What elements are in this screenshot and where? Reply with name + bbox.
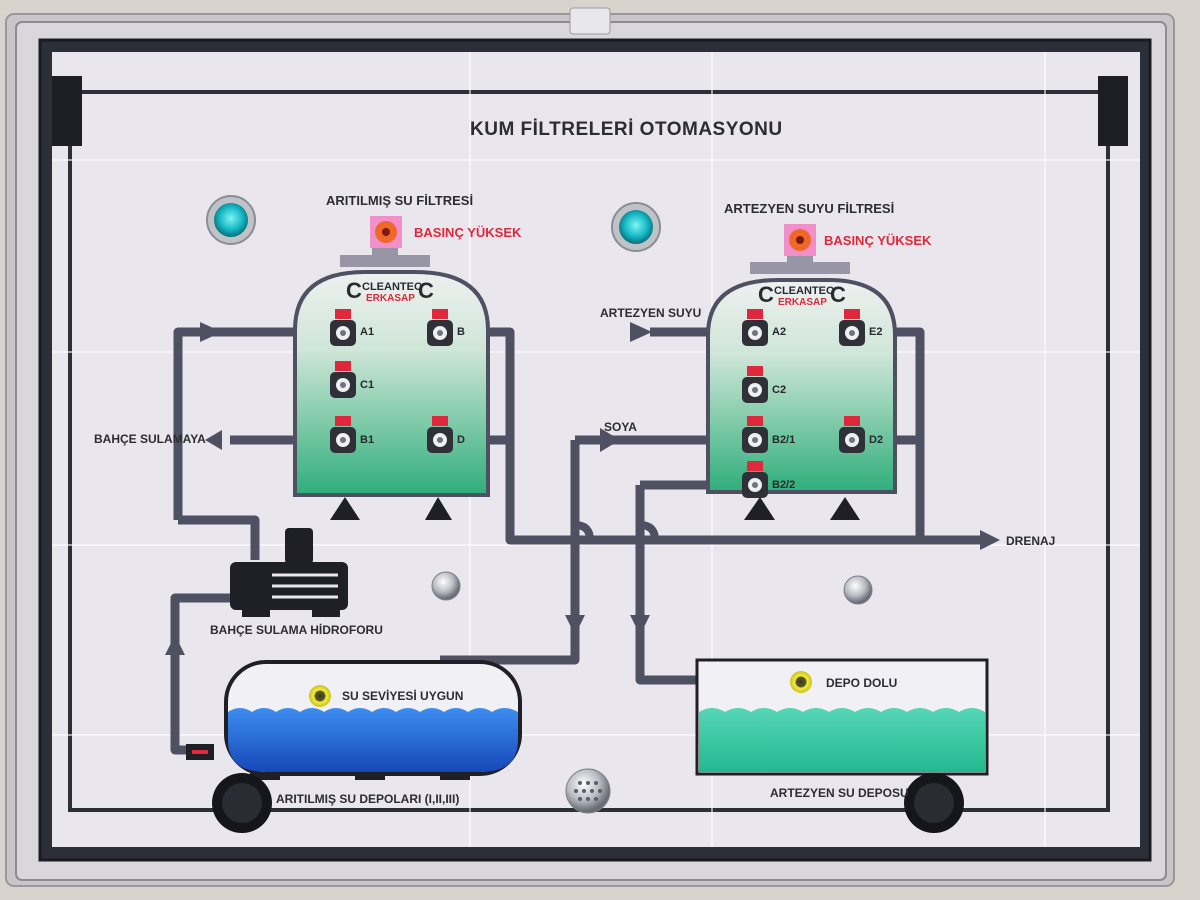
svg-text:C: C <box>346 278 362 303</box>
panel-title: KUM FİLTRELERİ OTOMASYONU <box>470 119 783 140</box>
filter-1-brand-top: CLEANTEC <box>362 281 422 293</box>
drain-label: DRENAJ <box>1006 534 1056 548</box>
valve-label-b2-1: B2/1 <box>772 434 796 446</box>
garden-outlet-label: BAHÇE SULAMAYA <box>94 432 206 446</box>
tank-1-status: SU SEVİYESİ UYGUN <box>342 689 464 703</box>
valve-label-d2: D2 <box>869 434 884 446</box>
valve-label-b2-2: B2/2 <box>772 479 796 491</box>
svg-text:C: C <box>830 282 846 307</box>
feed-label: SOYA <box>604 420 637 434</box>
filter-2-name: ARTEZYEN SUYU FİLTRESİ <box>724 201 895 216</box>
treated-water-tank <box>186 660 522 780</box>
filter-1-name: ARITILMIŞ SU FİLTRESİ <box>326 193 474 208</box>
svg-text:C: C <box>758 282 774 307</box>
filter-2-brand-bottom: ERKASAP <box>778 297 827 308</box>
artesian-water-tank <box>695 658 989 776</box>
valve-label-b: B <box>457 326 465 338</box>
svg-text:C: C <box>418 278 434 303</box>
tank-1-name: ARITILMIŞ SU DEPOLARI (I,II,III) <box>276 792 460 806</box>
filter-1-alarm: BASINÇ YÜKSEK <box>414 225 522 240</box>
valve-label-c2: C2 <box>772 384 787 396</box>
valve-label-c1: C1 <box>360 379 375 391</box>
tank-2-status: DEPO DOLU <box>826 676 898 690</box>
pump-label: BAHÇE SULAMA HİDROFORU <box>210 623 383 637</box>
valve-label-a1: A1 <box>360 326 375 338</box>
valve-label-d: D <box>457 434 465 446</box>
filter-1-brand-bottom: ERKASAP <box>366 293 415 304</box>
valve-label-a2: A2 <box>772 326 787 338</box>
valve-icons <box>330 309 865 498</box>
filter-2-alarm: BASINÇ YÜKSEK <box>824 233 932 248</box>
filter-2-brand-top: CLEANTEC <box>774 285 834 297</box>
pump-body <box>230 528 348 617</box>
valve-label-b1: B1 <box>360 434 375 446</box>
valve-label-e2: E2 <box>869 326 883 338</box>
artesian-inlet-label: ARTEZYEN SUYU <box>600 306 702 320</box>
tank-2-name: ARTEZYEN SU DEPOSU <box>770 786 909 800</box>
